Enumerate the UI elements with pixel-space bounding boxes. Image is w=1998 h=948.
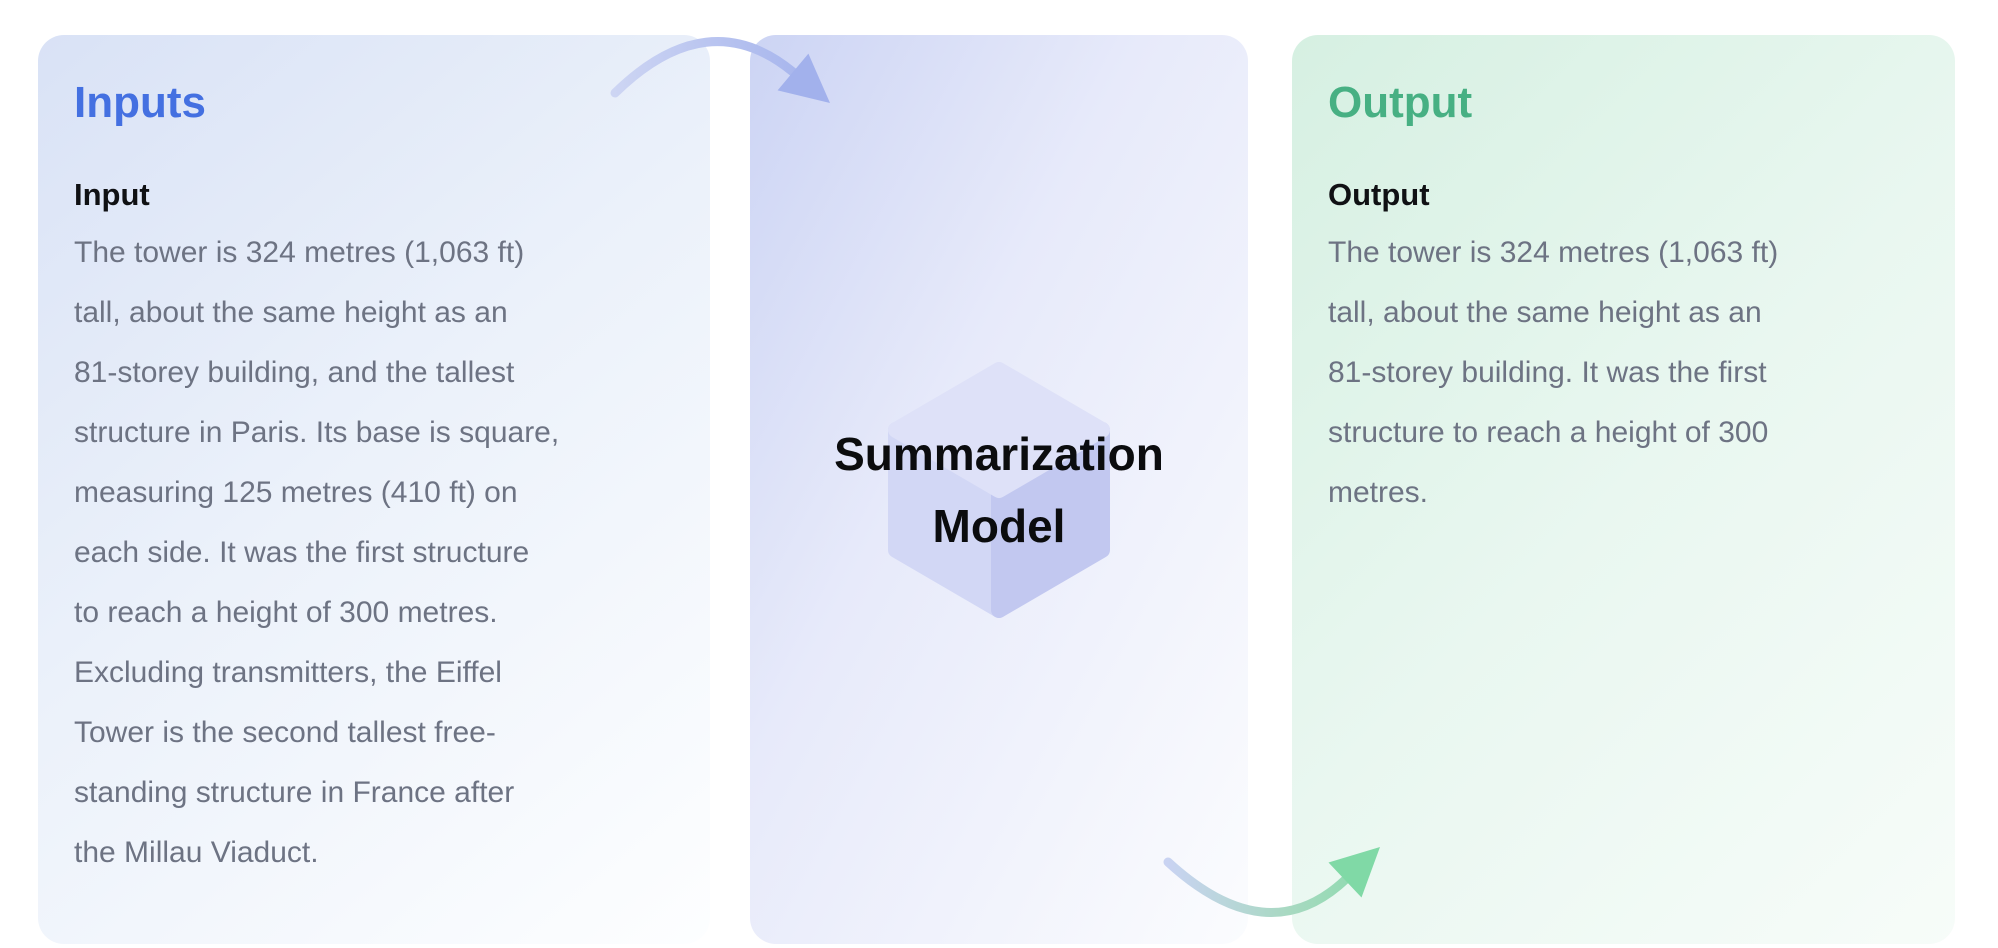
model-visual: Summarization Model [834,361,1164,618]
model-title: Summarization Model [834,427,1164,552]
output-panel: Output Output The tower is 324 metres (1… [1292,35,1955,944]
model-panel: Summarization Model [750,35,1248,944]
inputs-heading: Inputs [74,78,206,127]
output-text: The tower is 324 metres (1,063 ft) tall,… [1328,236,1779,509]
input-text: The tower is 324 metres (1,063 ft) tall,… [74,236,560,869]
model-cube-icon [888,361,1110,618]
output-heading: Output [1328,78,1473,127]
input-label: Input [74,177,150,212]
inputs-panel: Inputs Input The tower is 324 metres (1,… [38,35,710,944]
output-label: Output [1328,177,1430,212]
